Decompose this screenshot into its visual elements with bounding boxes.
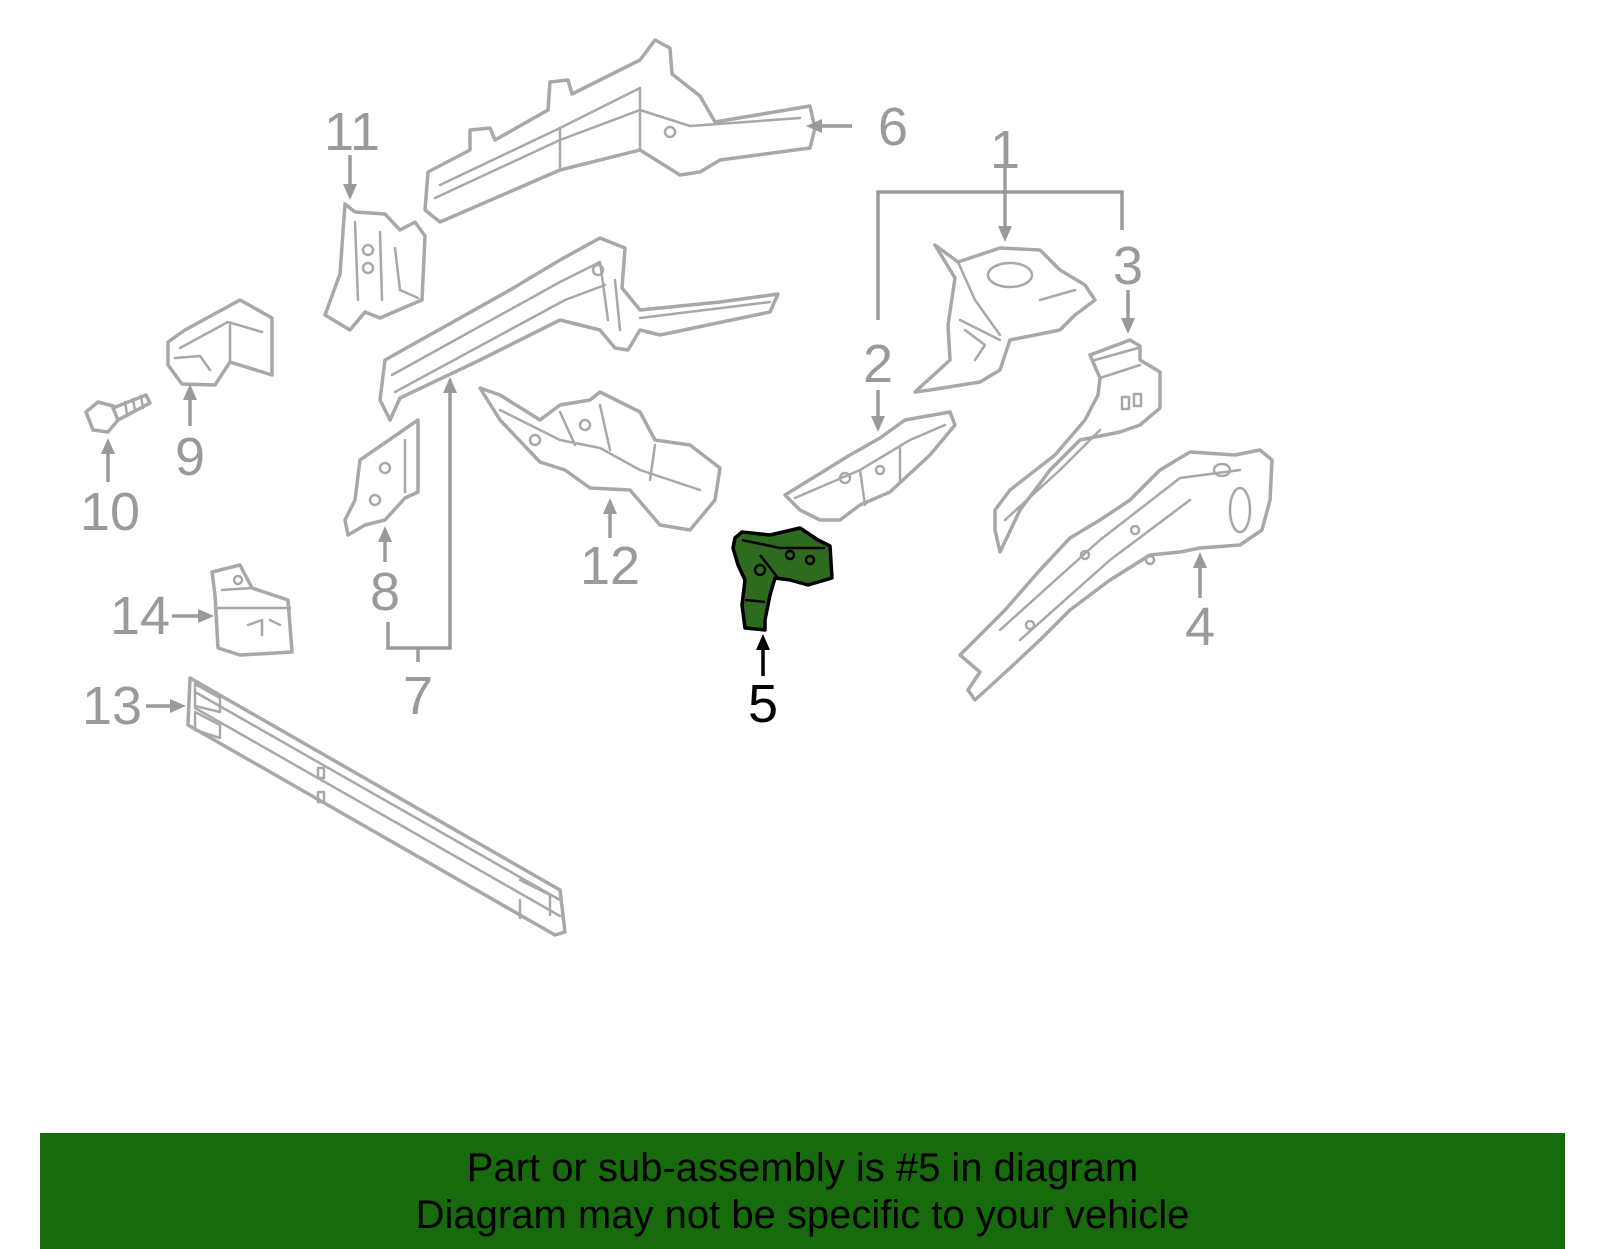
part-6-upper-rail [423,38,817,224]
part-14-bracket [210,563,294,657]
part-13-crossmember [186,676,567,937]
callout-8: 8 [370,562,400,622]
callout-14: 14 [110,586,170,646]
callout-12: 12 [580,536,640,596]
part-10-bolt [84,393,152,434]
part-3-rear-rail [993,338,1162,554]
callout-2: 2 [863,334,893,394]
callout-4: 4 [1185,597,1215,657]
part-2-lower-plate [783,410,957,522]
callout-labels: 1 2 3 4 5 6 7 8 9 10 11 12 13 14 [80,97,1215,736]
part-12-apron [478,386,722,532]
leader-lines [101,119,1207,713]
banner-line-part: Part or sub-assembly is #5 in diagram [466,1146,1139,1190]
callout-3: 3 [1113,236,1143,296]
callout-9: 9 [175,427,205,487]
part-8-gusset [343,418,420,537]
part-9-mount-bracket [166,298,274,387]
callout-11: 11 [324,102,380,162]
callout-5: 5 [748,674,778,734]
callout-7: 7 [403,666,433,726]
callout-13: 13 [82,676,142,736]
part-1-strut-tower [913,243,1097,394]
info-banner: Part or sub-assembly is #5 in diagram Di… [40,1133,1565,1249]
callout-1: 1 [990,120,1020,180]
part-11-bracket [323,202,427,332]
callout-6: 6 [878,97,908,157]
part-5-highlighted-bracket [731,526,834,632]
banner-line-disclaimer: Diagram may not be specific to your vehi… [415,1193,1190,1237]
callout-10: 10 [80,482,140,542]
part-7-front-rail [378,236,780,422]
part-4-side-member [958,448,1274,702]
